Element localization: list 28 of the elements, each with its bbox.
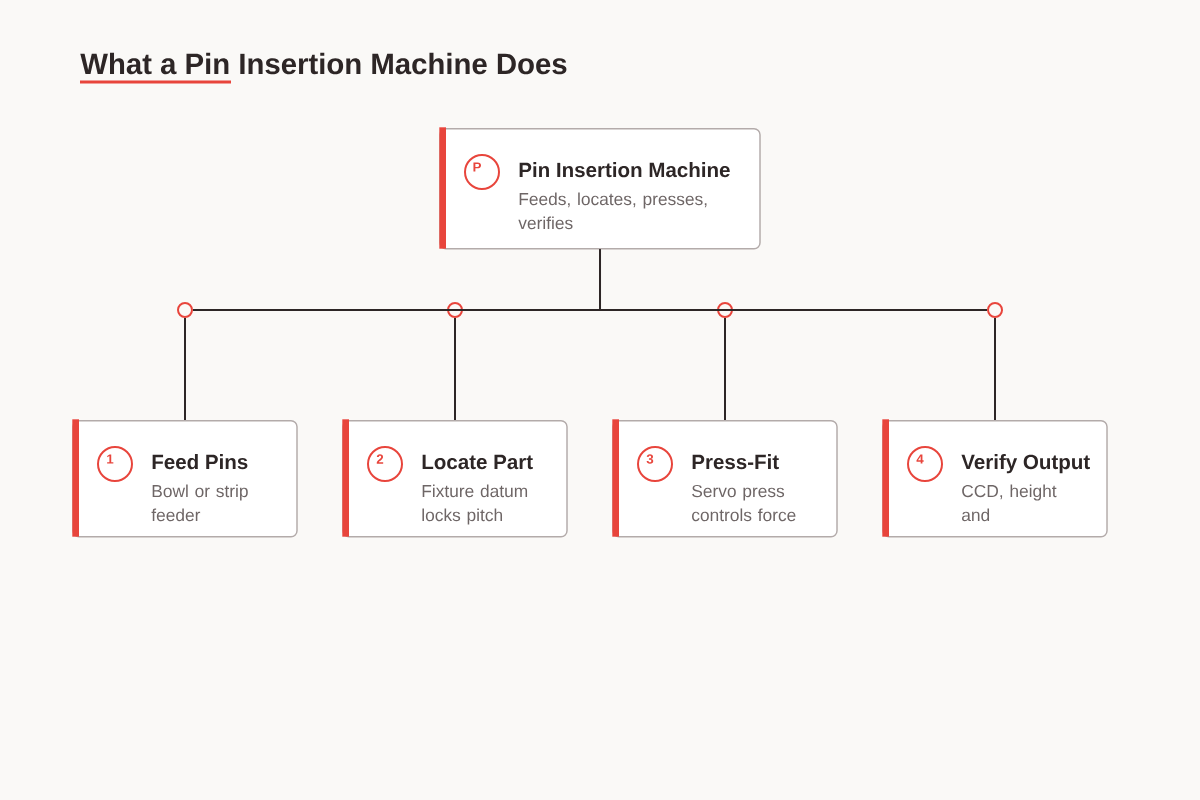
number-badge: 2	[367, 446, 403, 482]
card-title: Feed Pins	[152, 454, 248, 470]
card-description: Servo press controls force	[692, 484, 796, 522]
card-title: Pin Insertion Machine	[519, 162, 730, 178]
card-description: Feeds, locates, presses, verifies	[518, 192, 707, 230]
junction-dot	[987, 302, 1003, 318]
number-badge: 4	[907, 446, 943, 482]
process-card	[439, 127, 761, 250]
card-description: Bowl or strip feeder	[151, 484, 248, 522]
card-description: CCD, height and	[962, 484, 1057, 522]
connector-line	[724, 317, 726, 421]
junction-dot	[177, 302, 193, 318]
connector-line	[994, 317, 996, 421]
connector-line	[454, 317, 456, 421]
card-title: Locate Part	[422, 454, 533, 470]
card-title: Verify Output	[961, 454, 1090, 474]
process-card	[72, 419, 298, 538]
number-badge: 1	[97, 446, 133, 482]
process-card	[342, 419, 568, 538]
connector-line	[599, 248, 988, 311]
title: What a Pin Insertion Machine Does	[80, 52, 567, 75]
card-description: Fixture datum locks pitch	[422, 484, 528, 525]
number-badge: 3	[637, 446, 673, 482]
process-card	[882, 419, 1108, 538]
card-title: Press-Fit	[692, 454, 779, 470]
process-card	[612, 419, 838, 538]
connector-line	[184, 317, 186, 421]
number-badge: P	[464, 154, 500, 190]
